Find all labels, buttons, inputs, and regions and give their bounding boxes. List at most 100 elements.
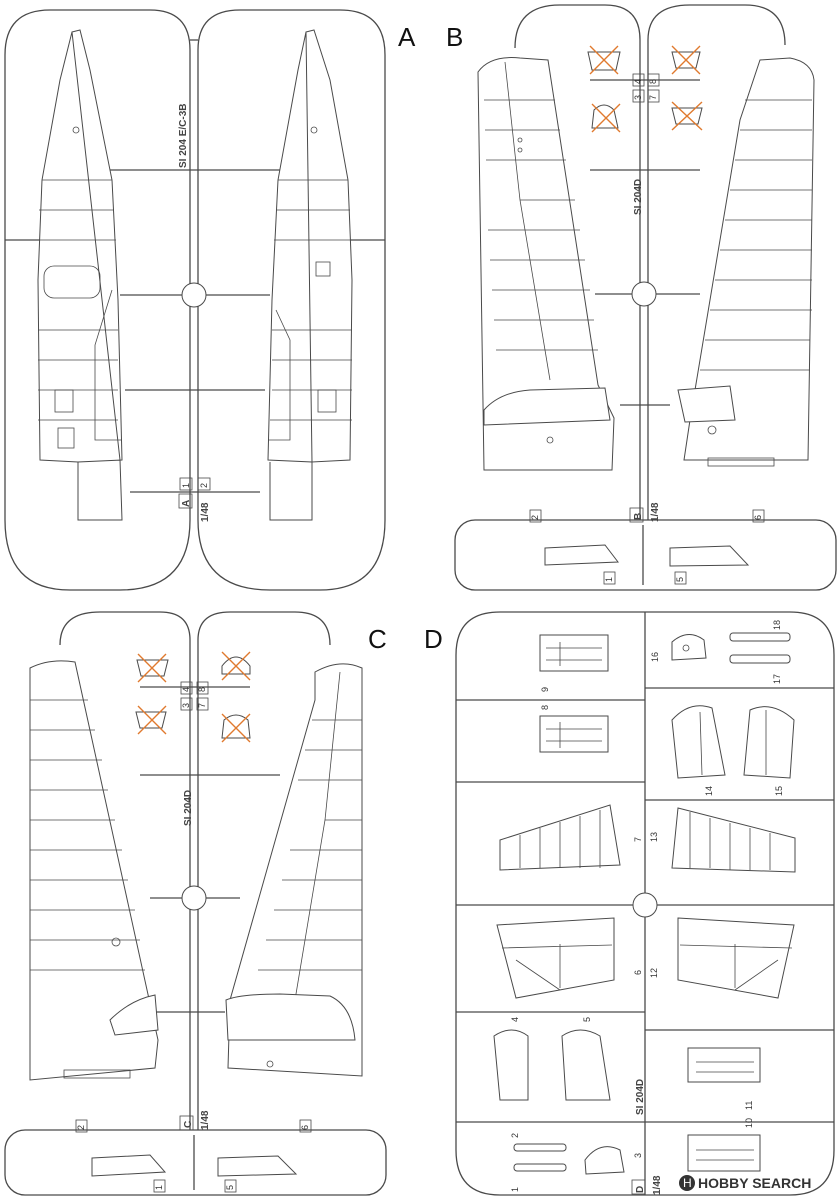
part-d11 <box>687 1047 761 1083</box>
wing-right-c-ribs <box>258 719 362 971</box>
sprue-c-part-1-box <box>153 1179 166 1193</box>
sprue-d-hub <box>632 892 658 918</box>
sprue-d-part-13: 13 <box>649 832 659 842</box>
sprue-c-part-2-box <box>75 1119 88 1133</box>
wing-right-c-nacelle <box>225 993 356 1041</box>
part-d5 <box>561 1029 611 1101</box>
sprue-b-part-2: 2 <box>530 515 540 520</box>
sprue-d-part-2: 2 <box>510 1133 520 1138</box>
part-c4-unused-mark <box>137 653 167 683</box>
sprue-b-code: SI 204D <box>633 179 644 215</box>
sprue-d-tag: D <box>635 1186 646 1193</box>
sprue-d-part-9: 9 <box>540 687 550 692</box>
sprue-b-part-7: 7 <box>648 95 658 100</box>
sprue-b-part-5: 5 <box>675 577 685 582</box>
sprue-c-letter: C <box>368 624 387 654</box>
fuselage-left-window <box>43 265 101 299</box>
part-d9-detail <box>546 642 602 666</box>
sprue-d-part-17: 17 <box>772 674 782 684</box>
fuselage-right-door <box>268 309 291 441</box>
sprue-c-part-8: 8 <box>197 687 207 692</box>
sprue-b-part-8-box <box>647 73 660 87</box>
sprue-c-arch <box>59 611 191 1130</box>
hobby-search-watermark: H HOBBY SEARCH <box>679 1175 811 1191</box>
fuselage-left-panel-lines <box>38 179 118 421</box>
wing-left-b-nacelle <box>483 387 611 426</box>
sprue-b-part-1-box <box>603 571 616 585</box>
fuselage-left-hatch-2 <box>57 427 75 449</box>
sprue-d-part-7: 7 <box>633 837 643 842</box>
part-b4 <box>587 51 621 71</box>
sprue-b-part-4: 4 <box>633 79 643 84</box>
sprue-a-part-2-box <box>197 477 211 491</box>
wing-right-b-flap <box>707 457 775 467</box>
part-d3 <box>584 1146 625 1175</box>
sprue-d: D SI 204D D 1/48 9 8 16 18 17 14 15 7 13… <box>424 611 835 1196</box>
sprue-b-arch-right <box>647 4 786 520</box>
sprue-b-letter: B <box>446 22 463 52</box>
sprue-a-hub <box>181 282 207 308</box>
sprue-d-part-11: 11 <box>744 1101 754 1110</box>
sprue-c-part-5: 5 <box>225 1185 235 1190</box>
wing-left-b-rivet-1 <box>517 137 523 143</box>
sprue-b: B SI 204D 4 3 8 7 2 1 5 6 B 1/48 <box>446 4 837 591</box>
sprue-a-frame-right <box>197 9 386 591</box>
sprue-c-arch-right <box>197 611 331 1130</box>
wing-left-c <box>29 660 159 1081</box>
part-c3-unused-mark <box>137 705 167 735</box>
watermark-text: HOBBY SEARCH <box>698 1175 811 1191</box>
sprue-d-part-15: 15 <box>774 786 784 796</box>
sprue-d-part-4: 4 <box>510 1017 520 1022</box>
part-c1 <box>91 1154 167 1177</box>
wing-right-c-rivet <box>266 1060 274 1068</box>
wing-left-b-rivet-3 <box>546 436 554 444</box>
wing-left-b-rivet-2 <box>517 147 523 153</box>
sprue-c-code: SI 204D <box>183 790 194 826</box>
part-d13-detail <box>689 812 771 870</box>
fuselage-half-right <box>267 29 353 521</box>
sprue-d-part-12: 12 <box>649 968 659 978</box>
sprue-d-part-6: 6 <box>633 970 643 975</box>
sprue-b-part-7-box <box>647 89 660 103</box>
sprue-a-tag: A <box>181 500 192 507</box>
sprue-a-code: SI 204 E/C-3B <box>178 104 189 168</box>
part-b3-unused-mark <box>591 103 621 133</box>
sprue-c-part-7-box <box>196 697 209 711</box>
sprue-b-part-3-box <box>632 89 645 103</box>
sprue-d-letter: D <box>424 624 443 654</box>
sprue-d-part-3: 3 <box>633 1153 643 1158</box>
sprue-b-part-5-box <box>674 571 687 585</box>
sprue-d-tag-box <box>631 1179 646 1195</box>
part-d12 <box>677 917 795 999</box>
sprue-d-part-8: 8 <box>540 705 550 710</box>
sprue-d-code: SI 204D <box>635 1079 646 1115</box>
sprue-b-part-1: 1 <box>604 577 614 582</box>
sprue-c-part-4: 4 <box>181 687 191 692</box>
fuselage-right-port <box>310 126 318 134</box>
wing-left-c-nacelle <box>109 994 159 1036</box>
part-d17 <box>729 654 791 664</box>
sprue-c-hub <box>181 885 207 911</box>
sprue-c-scale: 1/48 <box>200 1110 211 1130</box>
part-b1 <box>544 544 619 566</box>
sprue-c-part-8-box <box>196 681 209 695</box>
part-d14-detail <box>699 711 703 776</box>
part-d6 <box>496 917 615 999</box>
sprue-d-part-14: 14 <box>704 786 714 796</box>
part-d4 <box>493 1029 529 1101</box>
sprue-c-part-3-box <box>180 697 193 711</box>
sprue-a-scale: 1/48 <box>200 502 211 522</box>
sprue-d-part-18: 18 <box>772 620 782 630</box>
part-d14 <box>671 705 726 779</box>
part-b5 <box>669 545 750 567</box>
sprue-d-part-10: 10 <box>744 1118 754 1128</box>
wing-left-c-flap <box>63 1069 131 1079</box>
sprue-c-part-1: 1 <box>154 1185 164 1190</box>
wing-right-b-nacelle <box>677 385 736 423</box>
sprue-d-part-5: 5 <box>582 1017 592 1022</box>
wing-left-b-ribs <box>484 99 598 351</box>
fuselage-half-left <box>37 29 123 521</box>
wing-left-c-ribs <box>30 699 145 971</box>
part-b8-unused-mark <box>671 45 701 75</box>
